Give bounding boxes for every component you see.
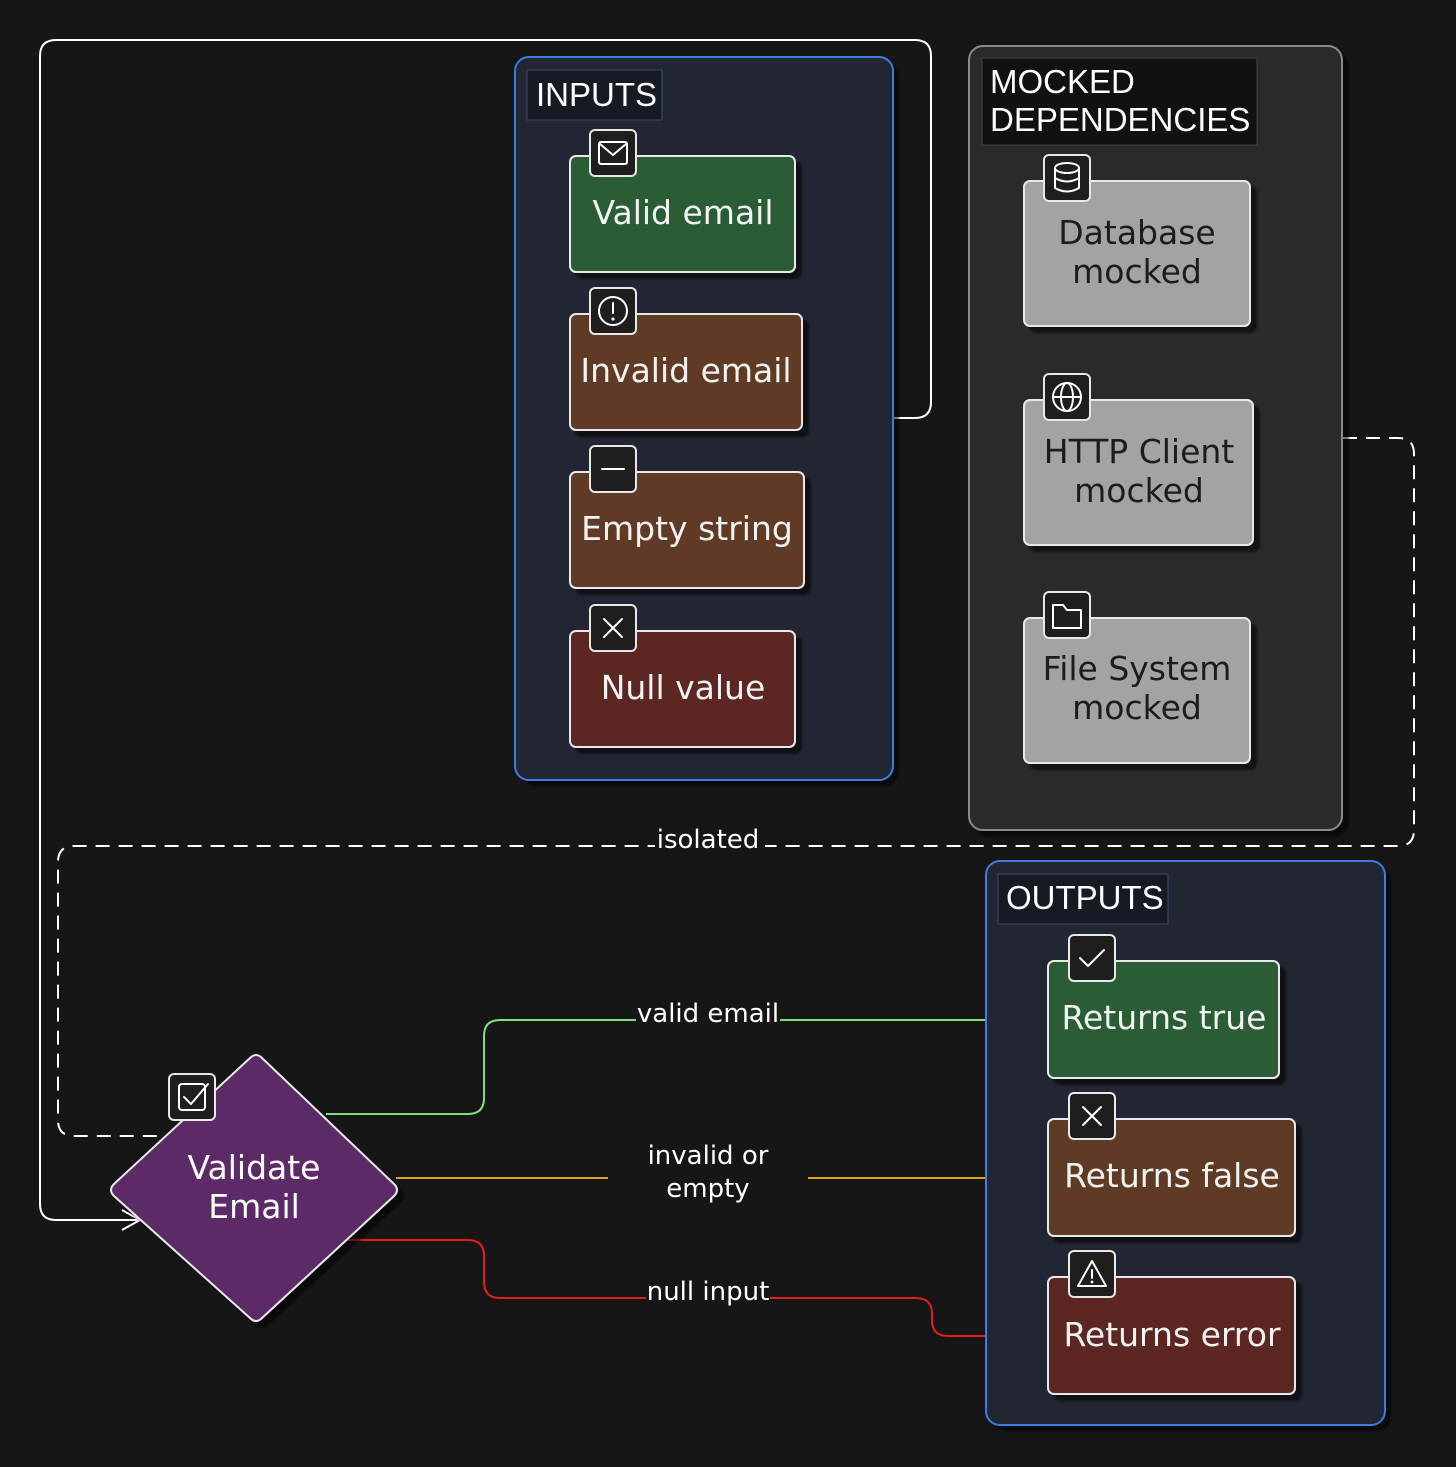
edge-isolated — [57, 437, 1415, 1137]
outputs-group-border — [985, 860, 1386, 1426]
folder-icon — [1043, 591, 1091, 639]
edge-null-input-label-bg — [646, 1274, 770, 1308]
edge-valid-email — [326, 1019, 1044, 1115]
node-invalid-email-label: Invalid email — [580, 351, 791, 390]
node-http-client-line2: mocked — [1074, 471, 1204, 510]
node-http-client-line1: HTTP Client — [1044, 432, 1235, 471]
node-returns-false-label: Returns false — [1064, 1156, 1280, 1195]
inputs-title: INPUTS — [536, 76, 657, 113]
node-returns-error-label: Returns error — [1063, 1315, 1281, 1354]
edge-invalid-label-line1: invalid or — [648, 1141, 769, 1171]
database-icon — [1043, 154, 1091, 202]
outputs-title-box — [997, 873, 1169, 925]
mocked-title-box — [981, 57, 1258, 146]
check-icon — [1068, 934, 1116, 982]
node-returns-true-label: Returns true — [1062, 998, 1267, 1037]
node-returns-true[interactable]: Returns true — [1047, 934, 1280, 1079]
edge-isolated-label: isolated — [657, 825, 760, 855]
node-returns-error[interactable]: Returns error — [1047, 1250, 1296, 1395]
edge-invalid-label-line2: empty — [666, 1174, 749, 1204]
edge-valid-email-label: valid email — [637, 999, 779, 1029]
decision-validate-line2: Email — [208, 1187, 300, 1226]
node-empty-string-label: Empty string — [581, 509, 793, 548]
node-http-client-mocked[interactable]: HTTP Client mocked — [1023, 373, 1254, 546]
mocked-title-line1: MOCKED — [990, 63, 1135, 100]
node-null-value-label: Null value — [601, 668, 766, 707]
inputs-group: INPUTS Valid email Invalid email — [514, 56, 894, 781]
globe-icon — [1043, 373, 1091, 421]
mocked-title-line2: DEPENDENCIES — [990, 101, 1250, 138]
edge-null-input-label: null input — [647, 1277, 770, 1307]
mail-icon — [589, 129, 637, 177]
node-empty-string[interactable]: Empty string — [569, 445, 805, 589]
node-null-value[interactable]: Null value — [569, 604, 796, 748]
mocked-dependencies-group: MOCKED DEPENDENCIES Database mocked HTTP… — [968, 45, 1343, 831]
decision-validate-line1: Validate — [188, 1148, 321, 1187]
decision-validate-email-shape — [110, 1054, 398, 1322]
node-valid-email[interactable]: Valid email — [569, 129, 796, 273]
node-valid-email-label: Valid email — [592, 193, 773, 232]
decision-validate-email[interactable]: Validate Email — [110, 1054, 398, 1322]
minus-icon — [589, 445, 637, 493]
node-database-line1: Database — [1058, 213, 1215, 252]
outputs-group: OUTPUTS Returns true Returns false Retur… — [985, 860, 1386, 1426]
outputs-title: OUTPUTS — [1006, 879, 1164, 916]
alert-circle-icon — [589, 287, 637, 335]
node-returns-false[interactable]: Returns false — [1047, 1092, 1296, 1237]
warning-icon — [1068, 1250, 1116, 1298]
inputs-title-box — [526, 69, 663, 121]
node-file-system-mocked[interactable]: File System mocked — [1023, 591, 1251, 764]
x-icon — [589, 604, 637, 652]
inputs-group-border — [514, 56, 894, 781]
node-file-system-line2: mocked — [1072, 688, 1202, 727]
node-database-mocked[interactable]: Database mocked — [1023, 154, 1251, 327]
edge-isolated-label-bg — [655, 822, 765, 856]
node-database-line2: mocked — [1072, 252, 1202, 291]
node-file-system-line1: File System — [1043, 649, 1232, 688]
edge-inputs-to-validate — [39, 39, 932, 1221]
x-icon — [1068, 1092, 1116, 1140]
edge-valid-email-label-bg — [636, 996, 780, 1030]
check-square-icon — [168, 1073, 216, 1121]
node-invalid-email[interactable]: Invalid email — [569, 287, 803, 431]
